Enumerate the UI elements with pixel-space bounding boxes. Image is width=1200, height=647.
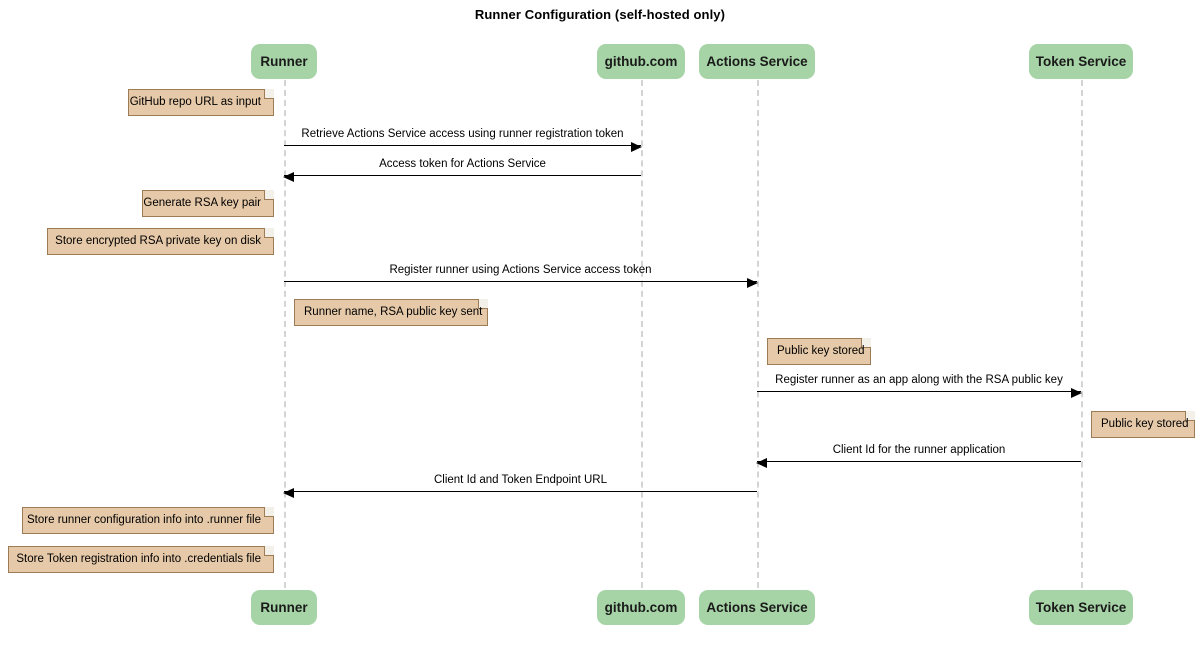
message-label: Client Id for the runner application xyxy=(832,444,1006,456)
note-fold-icon xyxy=(478,298,489,309)
message-line xyxy=(757,461,1081,462)
note-text: Runner name, RSA public key sent xyxy=(304,306,483,318)
note-7: Store runner configuration info into .ru… xyxy=(22,506,275,534)
note-fold-icon xyxy=(264,88,275,99)
participant-footer-runner[interactable]: Runner xyxy=(251,590,317,625)
message-label: Register runner as an app along with the… xyxy=(775,374,1063,386)
message-line xyxy=(757,391,1081,392)
note-fold-icon xyxy=(861,337,872,348)
note-fold-icon xyxy=(264,189,275,200)
participant-header-actions[interactable]: Actions Service xyxy=(699,44,815,79)
diagram-title: Runner Configuration (self-hosted only) xyxy=(474,7,726,22)
message-4: Register runner as an app along with the… xyxy=(757,372,1082,398)
note-fold-icon xyxy=(264,227,275,238)
note-fold-icon xyxy=(264,506,275,517)
lifeline-actions xyxy=(757,80,759,588)
note-text: Public key stored xyxy=(777,345,865,357)
message-1: Retrieve Actions Service access using ru… xyxy=(284,126,642,152)
message-6: Client Id and Token Endpoint URL xyxy=(283,472,757,498)
participant-header-runner[interactable]: Runner xyxy=(251,44,317,79)
message-3: Register runner using Actions Service ac… xyxy=(284,262,758,288)
message-line xyxy=(284,175,641,176)
lifeline-runner xyxy=(284,80,286,588)
note-2: Generate RSA key pair xyxy=(142,189,275,217)
participant-footer-token[interactable]: Token Service xyxy=(1029,590,1133,625)
participant-footer-github[interactable]: github.com xyxy=(597,590,685,625)
arrowhead-icon xyxy=(631,141,642,152)
note-fold-icon xyxy=(264,545,275,556)
message-label: Retrieve Actions Service access using ru… xyxy=(301,128,624,140)
participant-footer-actions[interactable]: Actions Service xyxy=(699,590,815,625)
arrowhead-icon xyxy=(747,277,758,288)
message-label: Access token for Actions Service xyxy=(379,158,546,170)
message-line xyxy=(284,281,757,282)
arrowhead-icon xyxy=(756,457,767,468)
note-text: GitHub repo URL as input xyxy=(129,96,261,108)
lifeline-github xyxy=(641,80,643,588)
note-text: Store encrypted RSA private key on disk xyxy=(55,235,261,247)
message-2: Access token for Actions Service xyxy=(283,156,641,182)
note-text: Public key stored xyxy=(1101,418,1189,430)
note-5: Public key stored xyxy=(767,337,872,365)
participant-header-github[interactable]: github.com xyxy=(597,44,685,79)
message-line xyxy=(284,491,757,492)
note-fold-icon xyxy=(1185,410,1196,421)
message-label: Client Id and Token Endpoint URL xyxy=(433,474,608,486)
arrowhead-icon xyxy=(283,171,294,182)
arrowhead-icon xyxy=(1071,387,1082,398)
note-1: GitHub repo URL as input xyxy=(128,88,275,116)
note-4: Runner name, RSA public key sent xyxy=(294,298,489,326)
message-5: Client Id for the runner application xyxy=(756,442,1081,468)
message-line xyxy=(284,145,641,146)
participant-header-token[interactable]: Token Service xyxy=(1029,44,1133,79)
note-text: Generate RSA key pair xyxy=(143,197,261,209)
note-text: Store runner configuration info into .ru… xyxy=(27,514,261,526)
message-label: Register runner using Actions Service ac… xyxy=(389,264,652,276)
note-8: Store Token registration info into .cred… xyxy=(8,545,275,573)
note-text: Store Token registration info into .cred… xyxy=(16,553,261,565)
lifeline-token xyxy=(1081,80,1083,588)
note-3: Store encrypted RSA private key on disk xyxy=(47,227,275,255)
arrowhead-icon xyxy=(283,487,294,498)
note-6: Public key stored xyxy=(1091,410,1196,438)
